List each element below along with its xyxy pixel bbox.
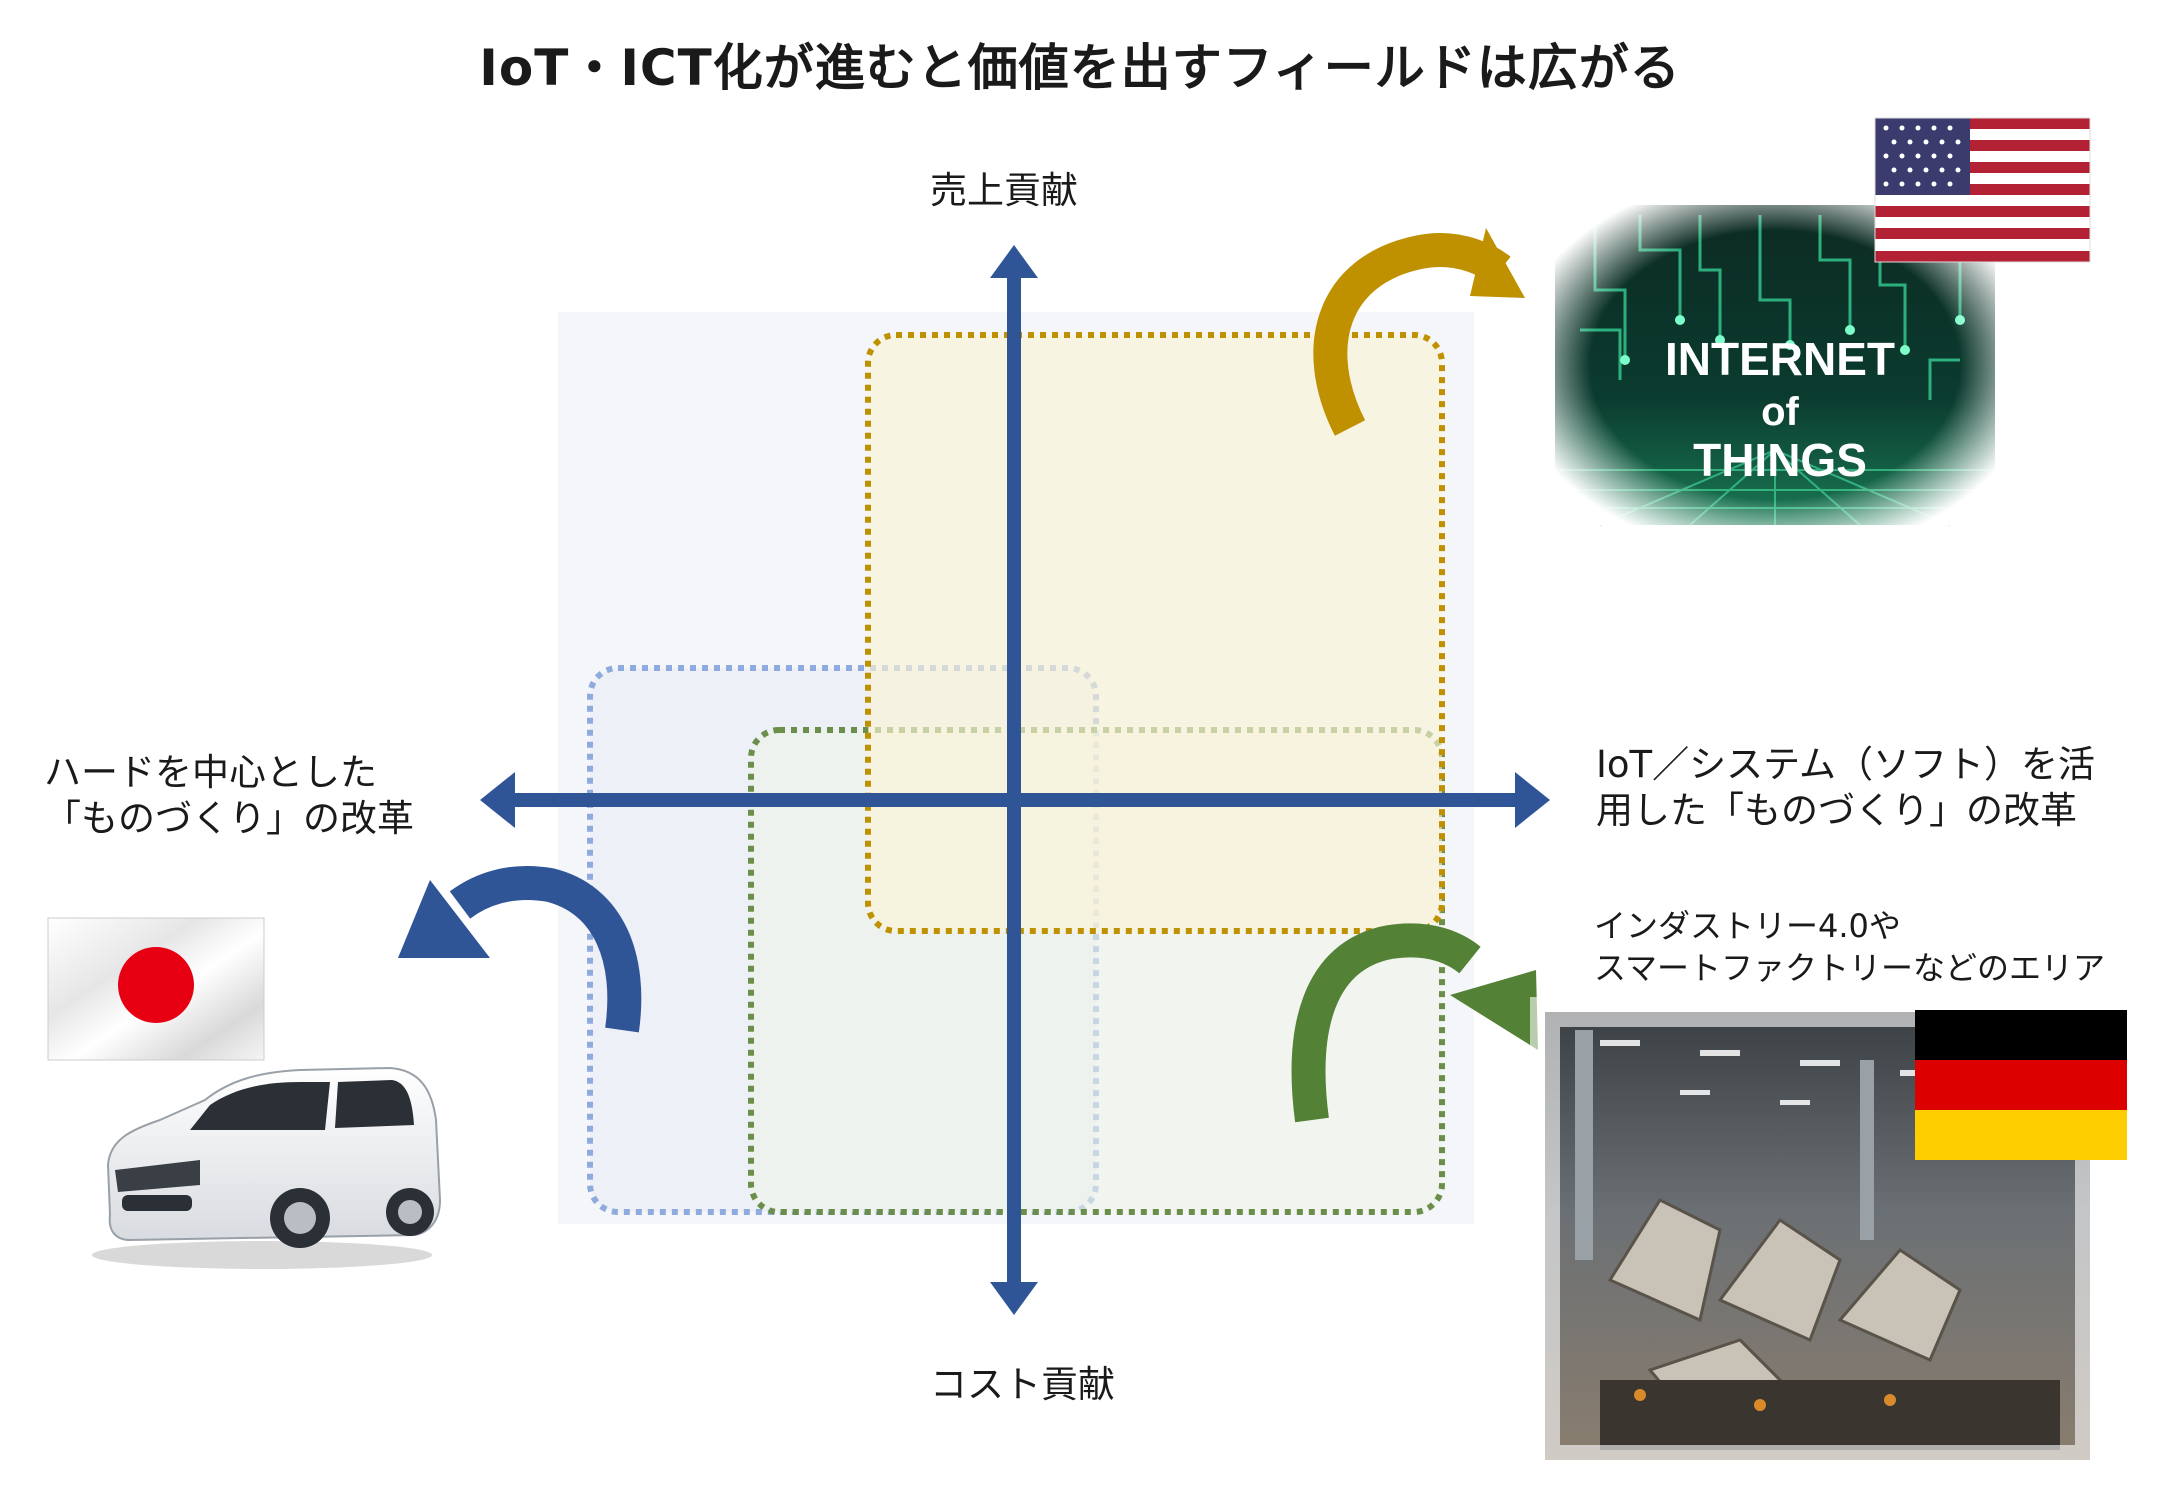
iot-text-line3: THINGS <box>1693 434 1867 486</box>
iot-curved-arrow <box>1313 228 1525 436</box>
axis-label-right-line2: 用した「ものづくり」の改革 <box>1596 789 2077 832</box>
iot-circuit-image: INTERNET of THINGS <box>1555 205 1995 526</box>
axis-label-top: 売上貢献 <box>930 169 1078 212</box>
industry-note-line2: スマートファクトリーなどのエリア <box>1594 949 2106 987</box>
factory-curved-arrow <box>1291 923 1538 1123</box>
axis-label-right-line1: IoT／システム（ソフト）を活 <box>1596 743 2096 786</box>
iot-text-line1: INTERNET <box>1665 333 1895 385</box>
germany-flag-icon <box>1915 1010 2127 1160</box>
japan-curved-arrow <box>398 865 642 1033</box>
japan-flag-icon <box>47 917 265 1061</box>
axis-label-bottom: コスト貢献 <box>930 1363 1115 1406</box>
horizontal-axis <box>480 772 1550 828</box>
vertical-axis <box>990 245 1038 1315</box>
iot-text-line2: of <box>1761 390 1799 434</box>
axis-label-left-line2: 「ものづくり」の改革 <box>44 797 414 840</box>
axis-label-left-line1: ハードを中心とした <box>44 751 377 794</box>
car-icon <box>92 1066 442 1269</box>
page-title: IoT・ICT化が進むと価値を出すフィールドは広がる <box>479 39 1681 97</box>
factory-image <box>1530 997 2105 1475</box>
industry-note-line1: インダストリー4.0や <box>1594 907 1901 945</box>
usa-flag-icon <box>1874 117 2091 263</box>
